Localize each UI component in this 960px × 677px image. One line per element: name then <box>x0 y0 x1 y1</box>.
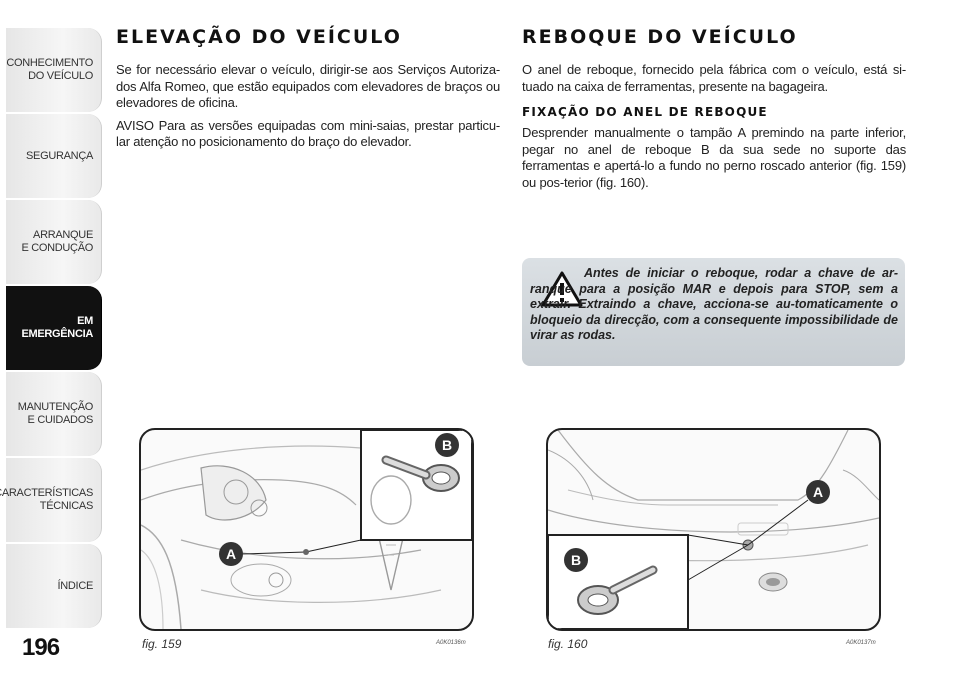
page-number: 196 <box>22 634 60 661</box>
tab-emergencia[interactable]: EM EMERGÊNCIA <box>6 286 102 370</box>
right-column: REBOQUE DO VEÍCULO O anel de reboque, fo… <box>522 26 906 191</box>
tab-manutencao[interactable]: MANUTENÇÃO E CUIDADOS <box>6 372 102 456</box>
warning-triangle-icon <box>541 271 583 307</box>
fig160-code: A0K0137m <box>846 640 876 646</box>
tab-indice[interactable]: ÍNDICE <box>6 544 102 628</box>
subsection-title-fixacao: FIXAÇÃO DO ANEL DE REBOQUE <box>522 105 768 119</box>
figure-160: A B <box>546 428 881 631</box>
fig160-caption: fig. 160 <box>548 637 588 651</box>
section-title-reboque: REBOQUE DO VEÍCULO <box>522 26 798 48</box>
tab-conhecimento[interactable]: CONHECIMENTO DO VEÍCULO <box>6 28 102 112</box>
rear-car-illustration: A B <box>548 430 879 629</box>
fixacao-paragraph: Desprender manualmente o tampão A premin… <box>522 125 906 190</box>
figure-159: A B <box>139 428 474 631</box>
fig160-label-b: B <box>571 552 581 568</box>
left-column: ELEVAÇÃO DO VEÍCULO Se for necessário el… <box>116 26 500 151</box>
tab-seguranca[interactable]: SEGURANÇA <box>6 114 102 198</box>
tab-caracteristicas[interactable]: CARACTERÍSTICAS TÉCNICAS <box>0 458 102 542</box>
warning-box: Antes de iniciar o reboque, rodar a chav… <box>522 258 905 366</box>
front-car-illustration: A B <box>141 430 472 629</box>
elevacao-paragraph-1: Se for necessário elevar o veículo, diri… <box>116 62 500 110</box>
section-title-elevacao: ELEVAÇÃO DO VEÍCULO <box>116 26 402 48</box>
fig159-code: A0K0136m <box>436 640 466 646</box>
fig159-label-a: A <box>226 546 236 562</box>
chapter-sidebar: CONHECIMENTO DO VEÍCULO SEGURANÇA ARRANQ… <box>0 0 104 677</box>
warning-text: Antes de iniciar o reboque, rodar a chav… <box>530 266 898 342</box>
fig159-label-b: B <box>442 437 452 453</box>
tab-arranque[interactable]: ARRANQUE E CONDUÇÃO <box>6 200 102 284</box>
fig160-label-a: A <box>813 484 823 500</box>
reboque-paragraph-1: O anel de reboque, fornecido pela fábric… <box>522 62 906 94</box>
fig159-caption: fig. 159 <box>142 637 182 651</box>
elevacao-paragraph-2: AVISO Para as versões equipadas com mini… <box>116 117 500 150</box>
